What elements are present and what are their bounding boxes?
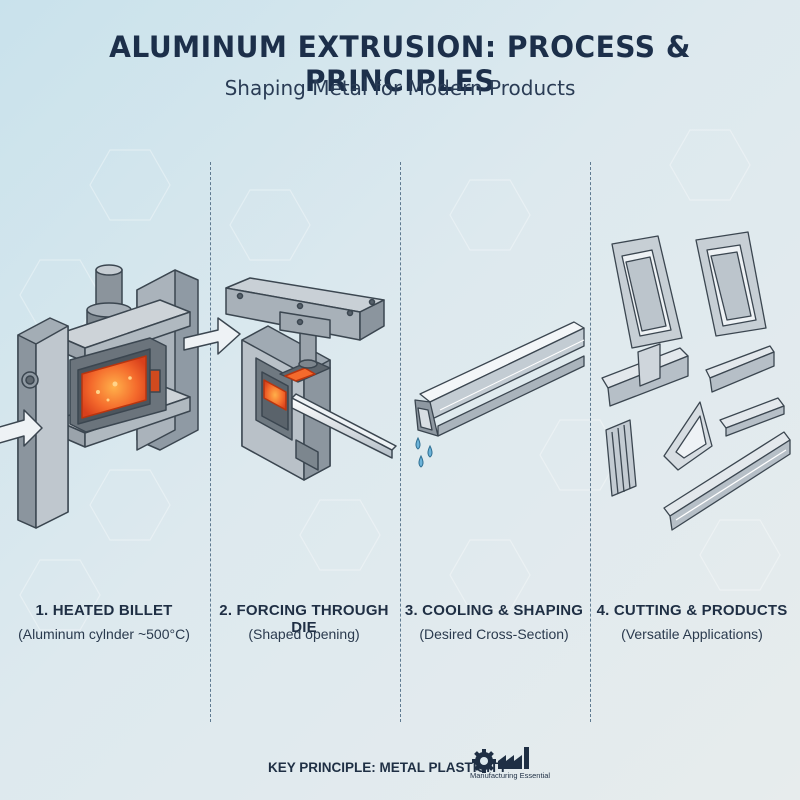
page-title: ALUMINUM EXTRUSION: PROCESS & PRINCIPLES bbox=[109, 30, 691, 98]
step-4-caption: (Versatile Applications) bbox=[621, 626, 763, 642]
step-3-caption: (Desired Cross-Section) bbox=[419, 626, 569, 642]
die-assembly bbox=[225, 277, 397, 481]
water-droplets bbox=[415, 436, 433, 468]
step-1-caption: (Aluminum cylnder ~500°C) bbox=[18, 626, 190, 642]
column-divider bbox=[210, 162, 211, 722]
column-divider bbox=[590, 162, 591, 722]
logo-text: Manufacturing Essential bbox=[470, 771, 551, 780]
step-2-title: 2. FORCING THROUGH DIE bbox=[219, 602, 389, 636]
factory-gear-icon bbox=[472, 747, 529, 773]
key-principle-label: KEY PRINCIPLE: METAL PLASTICITY bbox=[268, 760, 508, 775]
input-arrow bbox=[0, 409, 43, 447]
step-1-title: 1. HEATED BILLET bbox=[35, 602, 173, 619]
extruded-profile bbox=[414, 321, 585, 437]
page-subtitle: Shaping Metal for Modern Products bbox=[224, 76, 576, 100]
product-pieces bbox=[601, 231, 791, 531]
press-machine bbox=[17, 264, 199, 529]
step-2-caption: (Shaped opening) bbox=[248, 626, 360, 642]
transfer-arrow bbox=[183, 317, 241, 355]
column-divider bbox=[400, 162, 401, 722]
step-4-title: 4. CUTTING & PRODUCTS bbox=[596, 602, 788, 619]
step-3-title: 3. COOLING & SHAPING bbox=[404, 602, 584, 619]
